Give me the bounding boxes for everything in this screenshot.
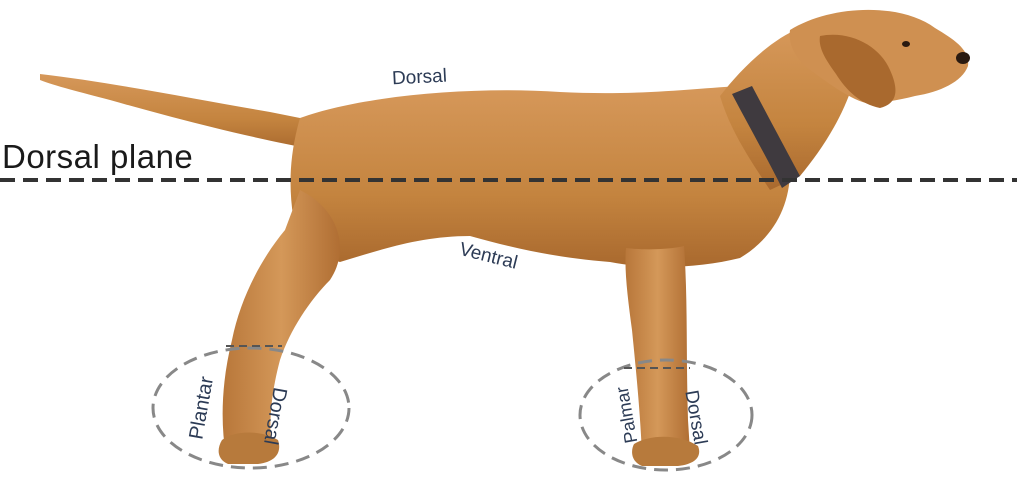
dog-body [291, 86, 790, 267]
dog-nose [956, 52, 970, 64]
dog-eye [902, 41, 910, 47]
dorsal-plane-label: Dorsal plane [2, 140, 193, 173]
dorsal-label: Dorsal [392, 67, 448, 89]
